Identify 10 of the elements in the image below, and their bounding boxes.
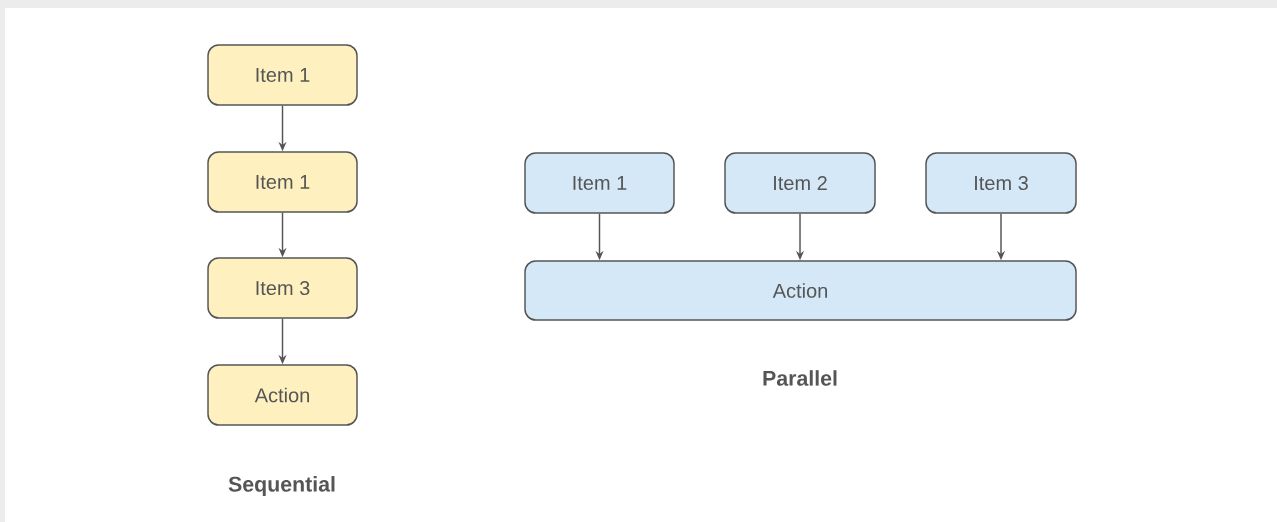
process-box: Item 3	[925, 152, 1077, 214]
process-box: Item 3	[207, 257, 358, 319]
section-label: Parallel	[763, 370, 837, 386]
process-box: Item 1	[207, 151, 358, 213]
process-box: Item 2	[724, 152, 876, 214]
process-box: Action	[524, 260, 1077, 321]
process-box: Item 1	[207, 44, 358, 106]
process-box: Action	[207, 364, 358, 426]
process-box: Item 1	[524, 152, 675, 214]
section-label: Sequential	[228, 476, 335, 496]
